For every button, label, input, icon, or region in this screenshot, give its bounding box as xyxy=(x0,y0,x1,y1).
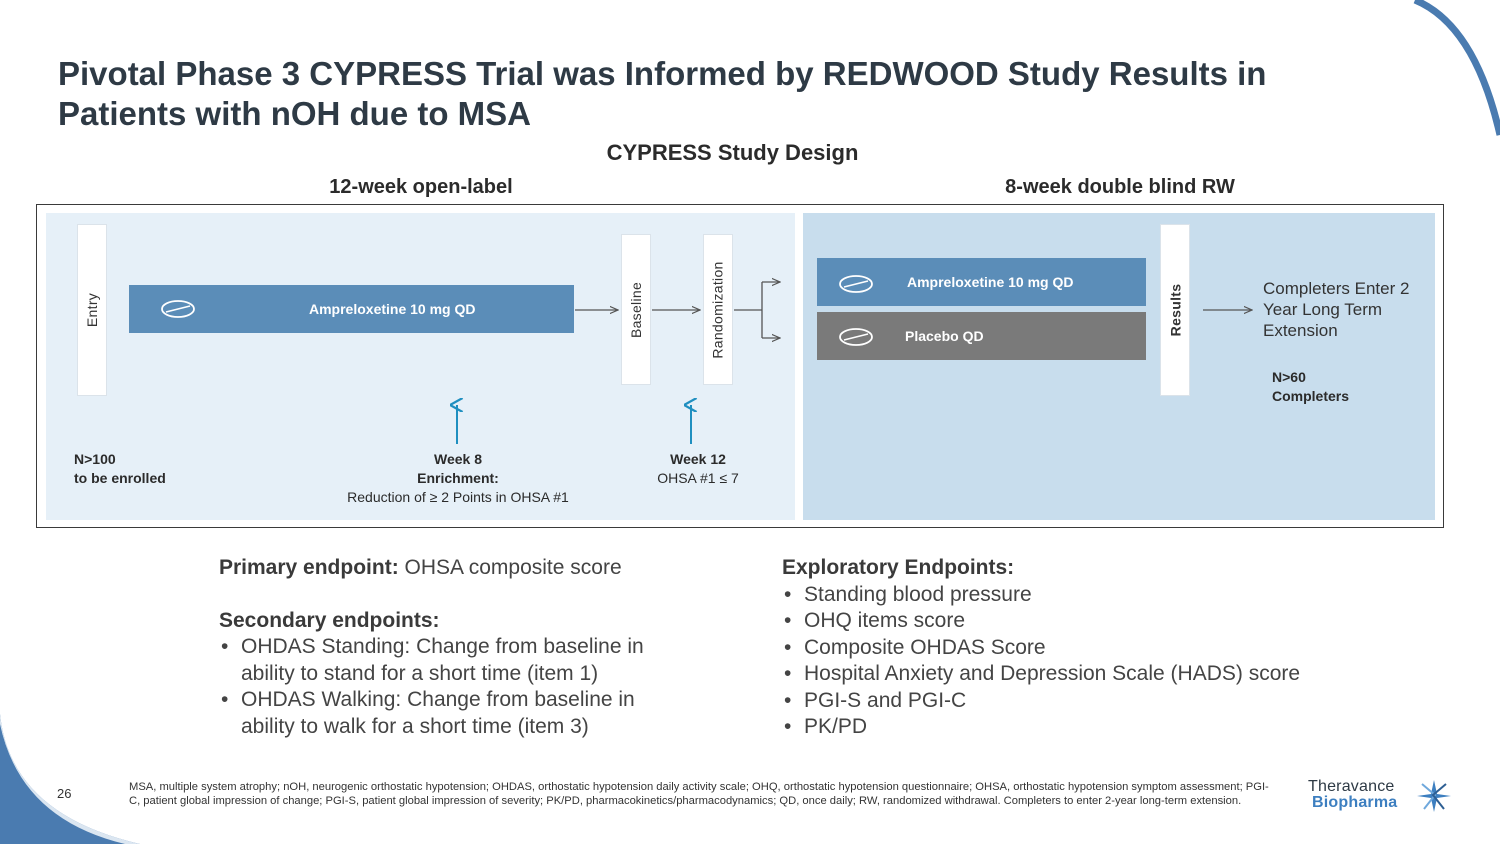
baseline-label: Baseline xyxy=(628,281,645,338)
exploratory-endpoints-list: Standing blood pressure OHQ items score … xyxy=(782,582,1382,741)
results-box: Results xyxy=(1160,224,1190,396)
pill-icon xyxy=(839,328,873,346)
entry-box: Entry xyxy=(77,224,107,396)
list-item: OHQ items score xyxy=(782,608,1382,635)
logo-text-line2: Biopharma xyxy=(1312,794,1398,811)
enrolled-label: to be enrolled xyxy=(74,470,166,486)
company-logo: Theravance Biopharma xyxy=(1308,778,1458,814)
pill-icon xyxy=(161,300,195,318)
list-item: Hospital Anxiety and Depression Scale (H… xyxy=(782,661,1382,688)
exploratory-endpoints: Exploratory Endpoints: Standing blood pr… xyxy=(782,555,1382,741)
randomization-label: Randomization xyxy=(710,260,727,359)
slide-title: Pivotal Phase 3 CYPRESS Trial was Inform… xyxy=(58,55,1267,132)
phase1-label: 12-week open-label xyxy=(329,176,513,198)
placebo-arm-text: Placebo QD xyxy=(905,328,984,344)
list-item: Standing blood pressure xyxy=(782,582,1382,609)
list-item: OHDAS Walking: Change from baseline in a… xyxy=(219,687,689,740)
week12-label: Week 12 xyxy=(670,451,726,467)
secondary-endpoints-list: OHDAS Standing: Change from baseline in … xyxy=(219,634,689,740)
list-item: PK/PD xyxy=(782,714,1382,741)
completers-count: N>60 xyxy=(1272,369,1306,385)
week8-label: Week 8 xyxy=(434,451,482,467)
week8-note: Week 8 Enrichment: Reduction of ≥ 2 Poin… xyxy=(318,450,598,507)
completers-note: N>60 Completers xyxy=(1272,368,1349,406)
open-label-treatment-bar: Ampreloxetine 10 mg QD xyxy=(129,285,574,333)
logo-text-line1: Theravance xyxy=(1308,778,1395,795)
drug-arm-text: Ampreloxetine 10 mg QD xyxy=(907,274,1074,290)
list-item: PGI-S and PGI-C xyxy=(782,688,1382,715)
corner-decoration-bottom-left xyxy=(0,714,140,844)
week12-criterion: OHSA #1 ≤ 7 xyxy=(657,470,739,486)
enrolled-note: N>100 to be enrolled xyxy=(74,450,166,488)
primary-secondary-endpoints: Primary endpoint: OHSA composite score S… xyxy=(219,555,689,740)
phase2-label: 8-week double blind RW xyxy=(1005,176,1235,198)
exploratory-endpoints-label: Exploratory Endpoints: xyxy=(782,556,1015,579)
corner-decoration-top-right xyxy=(1410,0,1500,136)
enrolled-count: N>100 xyxy=(74,451,116,467)
pill-icon xyxy=(839,275,873,293)
primary-endpoint-value: OHSA composite score xyxy=(404,556,622,579)
randomization-box: Randomization xyxy=(703,234,733,385)
week12-note: Week 12 OHSA #1 ≤ 7 xyxy=(618,450,778,488)
primary-endpoint-label: Primary endpoint: xyxy=(219,556,399,579)
list-item: Composite OHDAS Score xyxy=(782,635,1382,662)
theravance-star-logo-icon xyxy=(1417,780,1451,812)
open-label-treatment-text: Ampreloxetine 10 mg QD xyxy=(309,301,476,317)
page-number: 26 xyxy=(57,786,72,801)
completers-label: Completers xyxy=(1272,388,1350,404)
entry-label: Entry xyxy=(84,292,100,328)
list-item: OHDAS Standing: Change from baseline in … xyxy=(219,634,689,687)
secondary-endpoints-label: Secondary endpoints: xyxy=(219,608,440,632)
footnote: MSA, multiple system atrophy; nOH, neuro… xyxy=(129,781,1269,807)
baseline-box: Baseline xyxy=(621,234,651,385)
primary-endpoint: Primary endpoint: OHSA composite score xyxy=(219,555,689,582)
open-label-panel xyxy=(46,213,795,520)
diagram-subtitle: CYPRESS Study Design xyxy=(606,140,859,165)
results-label: Results xyxy=(1167,283,1183,337)
extension-text: Completers Enter 2 Year Long Term Extens… xyxy=(1263,279,1410,340)
week8-criterion: Reduction of ≥ 2 Points in OHSA #1 xyxy=(347,489,569,505)
week8-enrichment-label: Enrichment: xyxy=(417,470,499,486)
